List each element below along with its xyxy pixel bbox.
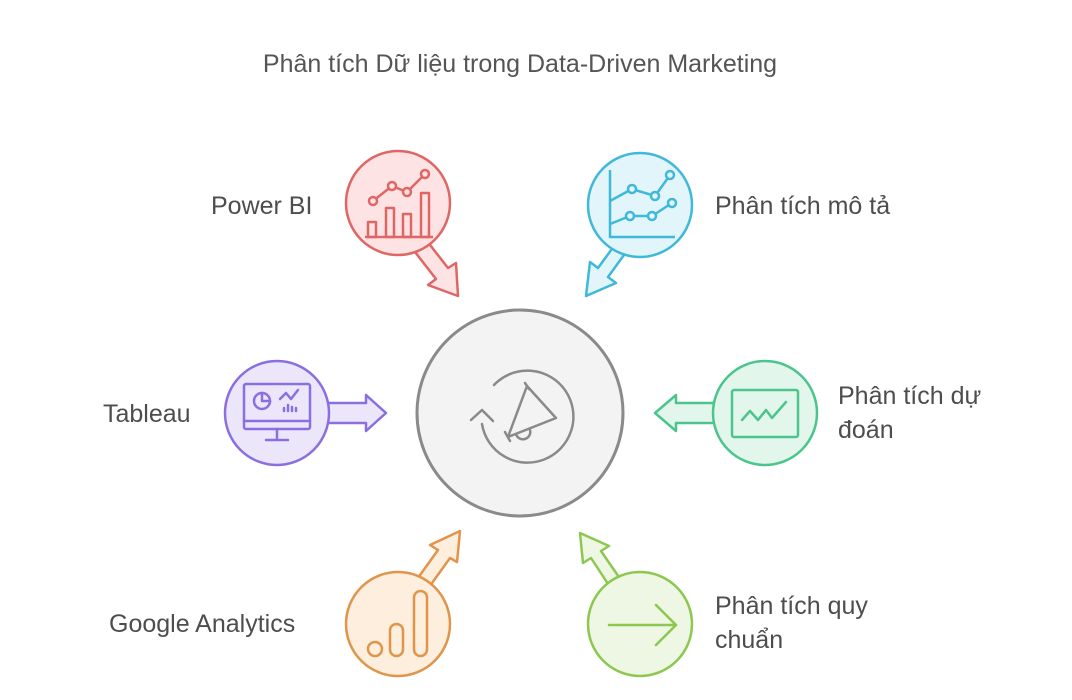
label-prescriptive: Phân tích quy chuẩn [715, 589, 868, 657]
bar-line-chart-icon [365, 168, 433, 239]
label-power-bi: Power BI [211, 192, 313, 220]
line-chart-icon [608, 169, 678, 239]
label-tableau: Tableau [103, 400, 191, 428]
diagram-title: Phân tích Dữ liệu trong Data-Driven Mark… [262, 50, 778, 78]
label-google-analytics: Google Analytics [109, 610, 296, 638]
label-prescriptive-line2: chuẩn [715, 626, 784, 654]
label-predictive-line1: Phân tích dự [838, 382, 982, 410]
label-predictive: Phân tích dự đoán [838, 379, 981, 447]
label-predictive-line2: đoán [838, 416, 894, 444]
node-descriptive [584, 151, 694, 298]
analytics-bars-icon [366, 589, 429, 658]
node-prescriptive [578, 531, 694, 678]
label-prescriptive-line1: Phân tích quy [715, 592, 868, 620]
node-tableau [223, 359, 388, 467]
center-node [415, 308, 625, 518]
trend-chart-icon [730, 388, 800, 439]
megaphone-cycle-icon [469, 369, 575, 464]
monitor-dashboard-icon [242, 382, 312, 442]
label-descriptive: Phân tích mô tả [715, 192, 891, 220]
node-power-bi [344, 149, 460, 298]
node-predictive [653, 359, 819, 467]
arrow-right-icon [607, 603, 678, 647]
node-google-analytics [344, 529, 462, 678]
